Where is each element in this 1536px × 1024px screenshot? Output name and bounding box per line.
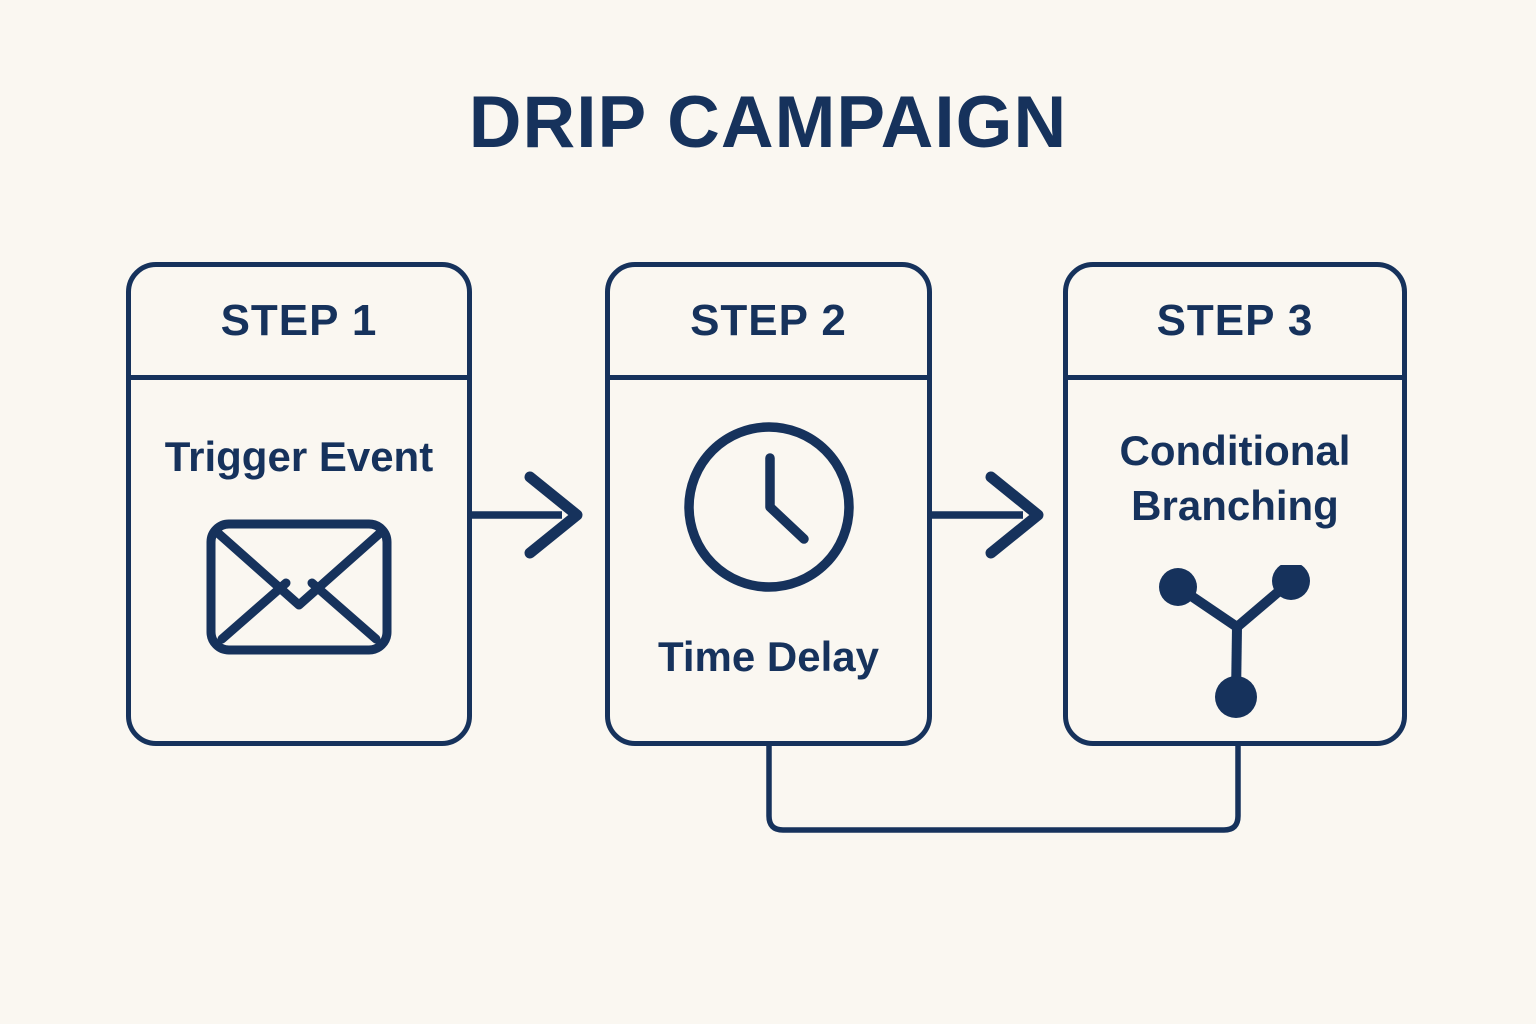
step-card-2: STEP 2 Time Delay xyxy=(605,262,932,746)
elbow-connector-step2-to-step3 xyxy=(766,740,1241,833)
step-1-header: STEP 1 xyxy=(131,267,467,380)
branch-icon xyxy=(1159,565,1310,719)
arrow-step2-to-step3-icon xyxy=(931,471,1044,559)
step-2-body: Time Delay xyxy=(610,380,927,741)
step-1-body: Trigger Event xyxy=(131,380,467,741)
step-2-label: STEP 2 xyxy=(690,296,847,345)
step-card-1: STEP 1 Trigger Event xyxy=(126,262,472,746)
clock-icon xyxy=(683,422,854,592)
step-3-body: Conditional Branching xyxy=(1068,380,1402,741)
envelope-icon xyxy=(206,519,392,655)
step-card-3: STEP 3 Conditional Branching xyxy=(1063,262,1407,746)
step-3-name: Conditional Branching xyxy=(1119,427,1351,529)
arrow-step1-to-step2-icon xyxy=(470,471,583,559)
step-2-name: Time Delay xyxy=(657,633,879,680)
step-1-label: STEP 1 xyxy=(220,296,378,345)
step-2-header: STEP 2 xyxy=(610,267,927,380)
step-3-header: STEP 3 xyxy=(1068,267,1402,380)
step-3-label: STEP 3 xyxy=(1156,296,1314,345)
step-1-name: Trigger Event xyxy=(164,433,434,480)
diagram-title: DRIP CAMPAIGN xyxy=(468,82,1068,163)
